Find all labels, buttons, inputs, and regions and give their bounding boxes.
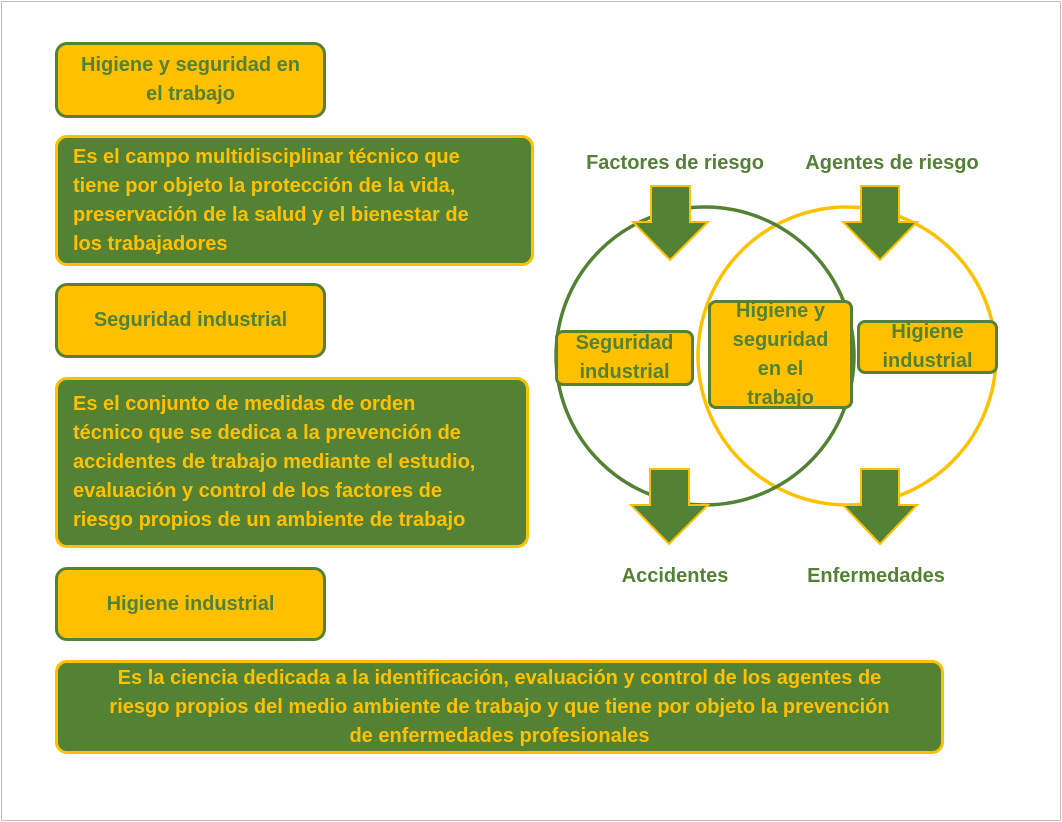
term-line: Higiene industrial <box>106 592 275 615</box>
input-label-agentes: Agentes de riesgo <box>805 152 979 174</box>
arrow-down-icon <box>840 468 920 546</box>
diagram-box-seguridad-industrial: Seguridad industrial <box>555 330 694 386</box>
term-line: Higiene y seguridad en <box>81 54 300 76</box>
definition-line: Es el conjunto de medidas de orden <box>73 393 416 415</box>
definition-line: los trabajadores <box>73 232 228 255</box>
term-box-higiene-y-seguridad: Higiene y seguridad en el trabajo <box>55 42 326 118</box>
definition-line: evaluación y control de los factores de <box>73 480 443 502</box>
diagram-box-line: Seguridad <box>575 332 674 354</box>
diagram-box-line: en el <box>757 357 804 380</box>
diagram-box-line: seguridad <box>732 328 829 351</box>
input-label-factores: Factores de riesgo <box>586 152 764 174</box>
diagram-box-line: industrial <box>882 350 973 372</box>
definition-line: accidentes de trabajo mediante el estudi… <box>73 451 476 473</box>
arrow-down-icon <box>628 468 711 546</box>
diagram-box-line: industrial <box>579 361 670 383</box>
term-line: el trabajo <box>146 83 235 105</box>
diagram-box-higiene-industrial: Higiene industrial <box>857 320 998 374</box>
definition-box-seguridad-industrial: Es el conjunto de medidas de orden técni… <box>55 377 529 548</box>
definition-line: tiene por objeto la protección de la vid… <box>73 174 456 197</box>
arrow-down-icon <box>840 185 920 262</box>
definition-line: Es el campo multidisciplinar técnico que <box>73 145 460 168</box>
output-label-accidentes: Accidentes <box>621 565 729 587</box>
diagram-box-line: Higiene <box>891 321 964 343</box>
diagram-box-line: Higiene y <box>736 299 825 322</box>
output-label-enfermedades: Enfermedades <box>807 565 945 587</box>
definition-line: Es la ciencia dedicada a la identificaci… <box>117 666 882 689</box>
definition-line: preservación de la salud y el bienestar … <box>73 203 469 226</box>
arrow-down-icon <box>630 185 711 262</box>
definition-box-higiene-industrial: Es la ciencia dedicada a la identificaci… <box>55 660 944 754</box>
definition-box-higiene-y-seguridad: Es el campo multidisciplinar técnico que… <box>55 135 534 266</box>
diagram-box-higiene-y-seguridad: Higiene y seguridad en el trabajo <box>708 300 853 409</box>
diagram-box-line: trabajo <box>747 386 814 409</box>
term-box-higiene-industrial: Higiene industrial <box>55 567 326 641</box>
term-line: Seguridad industrial <box>93 309 288 331</box>
definition-line: riesgo propios del medio ambiente de tra… <box>109 695 890 718</box>
term-box-seguridad-industrial: Seguridad industrial <box>55 283 326 358</box>
definition-line: riesgo propios de un ambiente de trabajo <box>73 509 466 531</box>
definition-line: técnico que se dedica a la prevención de <box>73 422 461 444</box>
definition-line: de enfermedades profesionales <box>349 724 650 747</box>
